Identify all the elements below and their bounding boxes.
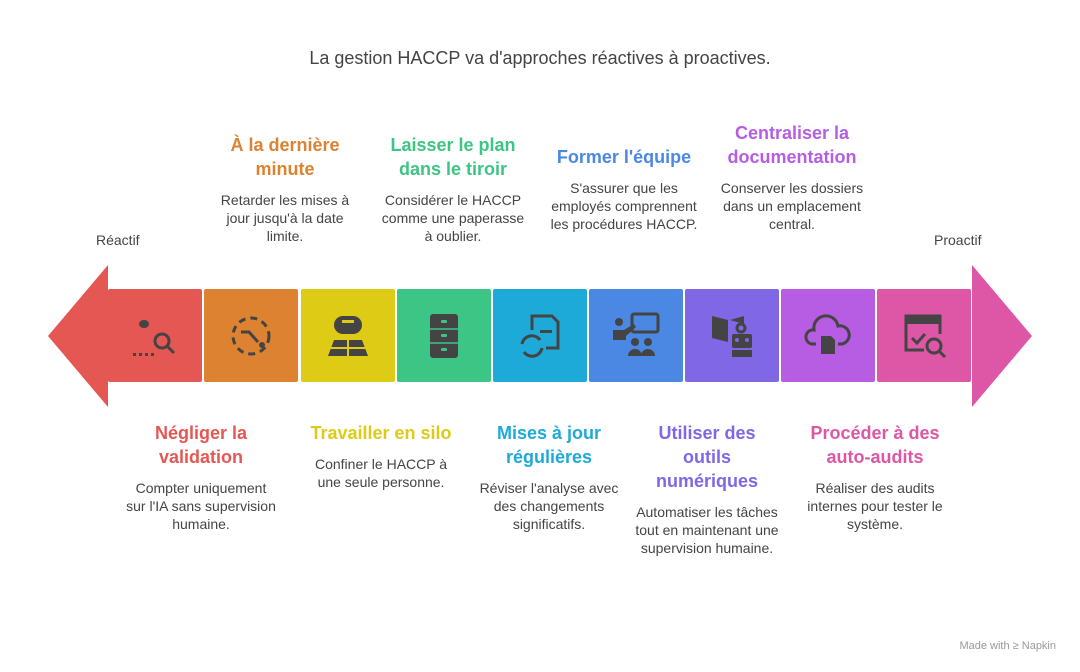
step-description: Retarder les mises à jour jusqu'à la dat… [220, 192, 350, 244]
bug-search-icon [133, 319, 176, 356]
step-description: Conserver les dossiers dans un emplaceme… [720, 180, 864, 232]
step-description: Réviser l'analyse avec des changements s… [479, 480, 619, 532]
step-title: Négliger la validation [154, 423, 248, 467]
step-item-9: Procéder à des auto-audits Réaliser des … [800, 421, 950, 533]
step-title: Mises à jour régulières [496, 423, 602, 467]
book-robot-icon [712, 315, 752, 357]
step-item-4: Laisser le plan dans le tiroir Considére… [378, 133, 528, 245]
right-arrow-head [972, 265, 1032, 407]
step-description: Considérer le HACCP comme une paperasse … [381, 192, 525, 244]
step-item-2: À la dernière minute Retarder les mises … [210, 133, 360, 245]
step-title: Utiliser des outils numériques [655, 423, 759, 491]
step-box-9 [877, 289, 971, 382]
teacher-icon [613, 312, 660, 356]
step-description: Compter uniquement sur l'IA sans supervi… [126, 480, 276, 532]
step-item-7: Utiliser des outils numériques Automatis… [632, 421, 782, 557]
filing-cabinet-icon [430, 313, 458, 358]
step-item-6: Former l'équipe S'assurer que les employ… [549, 145, 699, 233]
napkin-credit: Made with ≥ Napkin [959, 640, 1056, 652]
reactive-label: Réactif [96, 232, 140, 248]
step-title: Centraliser la documentation [727, 123, 857, 167]
document-refresh-icon [520, 314, 560, 358]
dashed-clock-icon [231, 316, 271, 355]
step-title: Procéder à des auto-audits [810, 423, 940, 467]
step-title: Travailler en silo [310, 423, 452, 443]
step-box-3 [301, 289, 395, 382]
step-box-4 [397, 289, 491, 382]
step-item-3: Travailler en silo Confiner le HACCP à u… [306, 421, 456, 491]
step-description: Automatiser les tâches tout en maintenan… [635, 504, 779, 556]
step-item-5: Mises à jour régulières Réviser l'analys… [474, 421, 624, 533]
step-title: Former l'équipe [556, 147, 692, 167]
step-box-8 [781, 289, 875, 382]
step-box-7 [685, 289, 779, 382]
blindfold-icon [328, 315, 368, 356]
left-arrow-head [48, 265, 108, 407]
cloud-document-icon [804, 313, 851, 354]
step-description: Réaliser des audits internes pour tester… [807, 480, 943, 532]
step-title: Laisser le plan dans le tiroir [390, 135, 516, 179]
step-title: À la dernière minute [230, 135, 340, 179]
step-box-5 [493, 289, 587, 382]
step-item-8: Centraliser la documentation Conserver l… [717, 121, 867, 233]
step-description: Confiner le HACCP à une seule personne. [314, 456, 448, 490]
step-item-1: Négliger la validation Compter uniquemen… [126, 421, 276, 533]
proactive-label: Proactif [934, 232, 982, 248]
step-box-6 [589, 289, 683, 382]
step-box-1 [108, 289, 202, 382]
step-box-2 [204, 289, 298, 382]
window-check-search-icon [904, 314, 947, 358]
diagram-title: La gestion HACCP va d'approches réactive… [309, 48, 771, 68]
step-description: S'assurer que les employés comprennent l… [550, 180, 698, 232]
